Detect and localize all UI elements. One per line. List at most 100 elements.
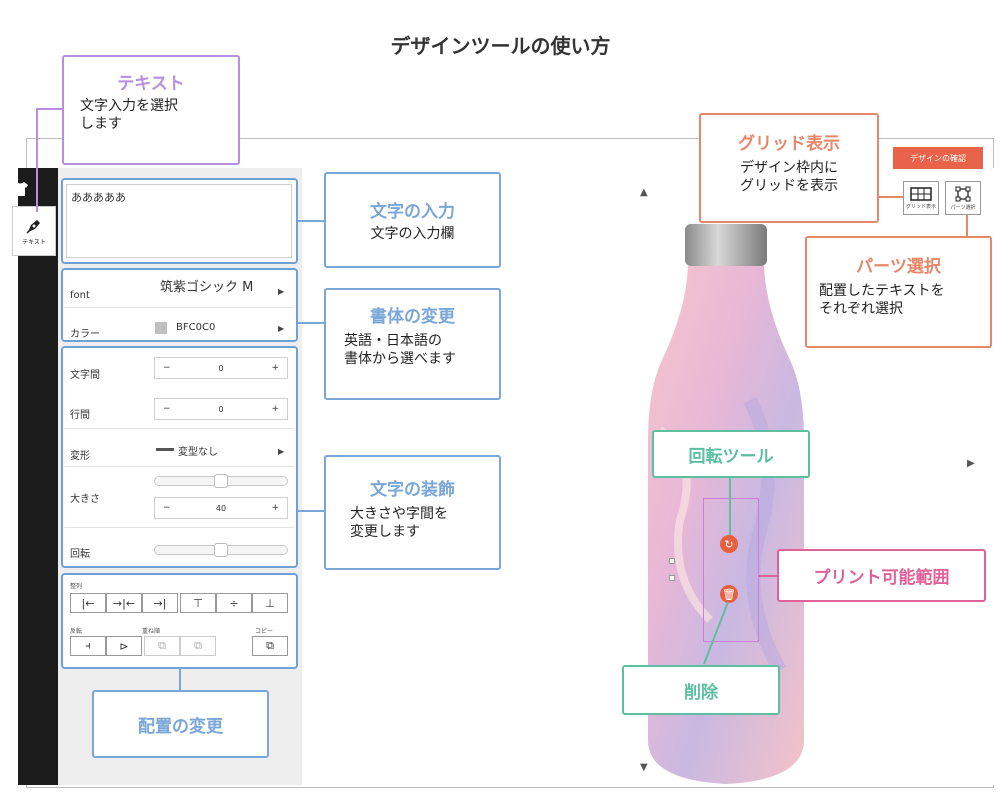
handle[interactable]	[669, 575, 675, 581]
grid-button-label: グリッド表示	[905, 203, 936, 210]
font-arrow-icon[interactable]: ▶	[278, 287, 285, 296]
flip-vertical-button[interactable]: ⊳	[106, 636, 142, 656]
decoration-highlight	[61, 346, 298, 568]
align-hcenter-button[interactable]: →|←	[106, 593, 142, 613]
connector	[298, 322, 324, 324]
callout-parts-body-2: それぞれ選択	[819, 300, 903, 317]
callout-font-head: 書体の変更	[370, 307, 455, 327]
connector	[36, 108, 62, 110]
print-area-frame	[703, 498, 759, 642]
font-section	[62, 270, 296, 340]
letter-spacing-label: 文字間	[70, 370, 100, 381]
callout-layout: 配置の変更	[92, 690, 269, 758]
callout-layout-head: 配置の変更	[138, 716, 223, 737]
align-top-button[interactable]: ⊤	[180, 593, 216, 613]
align-right-button[interactable]: →|	[142, 593, 178, 613]
color-label: カラー	[70, 329, 100, 340]
callout-rotate-head: 回転ツール	[688, 446, 774, 467]
transform-icon	[156, 448, 174, 451]
minus-button[interactable]: −	[163, 363, 171, 373]
connector	[179, 669, 181, 690]
text-input[interactable]: あああああ	[66, 184, 292, 258]
size-slider-knob[interactable]	[214, 474, 228, 488]
callout-parts-head: パーツ選択	[856, 257, 941, 277]
connector	[966, 215, 968, 236]
flip-horizontal-button[interactable]: ⫞	[70, 636, 106, 656]
color-value: BFC0C0	[176, 322, 216, 333]
line-spacing-stepper[interactable]: − 0 +	[154, 398, 288, 420]
plus-button[interactable]: +	[271, 404, 279, 414]
plus-button[interactable]: +	[271, 503, 279, 513]
connector	[36, 108, 38, 212]
trash-icon[interactable]: 🗑	[720, 585, 738, 603]
transform-label: 変形	[70, 451, 90, 462]
design-confirm-button[interactable]: デザインの確認	[893, 147, 983, 169]
line-spacing-value: 0	[218, 404, 224, 414]
callout-font-body-2: 書体から選べます	[344, 350, 456, 367]
connector	[759, 575, 777, 577]
minus-button[interactable]: −	[163, 503, 171, 513]
rotate-slider-knob[interactable]	[214, 543, 228, 557]
parts-select-button[interactable]: パーツ選択	[945, 181, 981, 215]
text-tab[interactable]: テキスト	[12, 206, 56, 256]
color-swatch[interactable]	[155, 322, 167, 334]
divider	[64, 428, 294, 429]
color-arrow-icon[interactable]: ▶	[278, 324, 285, 333]
size-stepper[interactable]: − 40 +	[154, 497, 288, 519]
page-title: デザインツールの使い方	[390, 34, 611, 58]
bring-forward-button[interactable]: ⧉	[144, 636, 180, 656]
size-value: 40	[215, 503, 227, 513]
callout-grid-head: グリッド表示	[738, 134, 840, 154]
size-label: 大きさ	[70, 494, 100, 505]
parts-button-label: パーツ選択	[950, 204, 976, 211]
sidebar	[18, 168, 58, 785]
handle[interactable]	[669, 558, 675, 564]
minus-button[interactable]: −	[163, 404, 171, 414]
callout-decoration-body-1: 大きさや字間を	[350, 506, 448, 522]
connector	[298, 510, 324, 512]
flip-label: 反転	[70, 628, 83, 635]
font-select[interactable]: 筑紫ゴシック M	[160, 280, 254, 295]
send-backward-button[interactable]: ⧉	[180, 636, 216, 656]
next-view-icon[interactable]: ▶	[967, 458, 975, 469]
scroll-down-icon[interactable]: ▼	[640, 762, 648, 773]
rotate-label: 回転	[70, 549, 90, 560]
callout-text-head: テキスト	[117, 74, 185, 94]
align-left-button[interactable]: |←	[70, 593, 106, 613]
callout-decoration: 文字の装飾 大きさや字間を 変更します	[324, 455, 501, 570]
callout-input-body: 文字の入力欄	[370, 225, 455, 242]
callout-print: プリント可能範囲	[777, 549, 986, 602]
tshirt-tab[interactable]	[0, 174, 40, 204]
copy-button[interactable]: ⧉	[252, 636, 288, 656]
callout-print-head: プリント可能範囲	[813, 568, 950, 588]
callout-delete: 削除	[622, 665, 780, 715]
callout-parts: パーツ選択 配置したテキストを それぞれ選択	[805, 236, 992, 348]
plus-button[interactable]: +	[271, 363, 279, 373]
connector	[298, 220, 324, 222]
font-highlight	[61, 268, 298, 342]
divider	[64, 307, 294, 308]
callout-text-body-1: 文字入力を選択	[80, 98, 178, 114]
grid-toggle-button[interactable]: グリッド表示	[903, 181, 939, 215]
transform-arrow-icon[interactable]: ▶	[278, 447, 285, 456]
letter-spacing-stepper[interactable]: − 0 +	[154, 357, 288, 379]
pen-icon	[26, 219, 40, 234]
grid-icon	[910, 186, 932, 201]
divider	[64, 466, 294, 467]
align-bottom-button[interactable]: ⊥	[252, 593, 288, 613]
callout-delete-head: 削除	[684, 682, 718, 703]
align-vcenter-button[interactable]: ÷	[216, 593, 252, 613]
callout-rotate: 回転ツール	[652, 430, 810, 478]
scroll-up-icon[interactable]: ▲	[640, 187, 648, 198]
callout-decoration-head: 文字の装飾	[370, 480, 455, 500]
copy-label: コピー	[255, 628, 274, 635]
callout-input-head: 文字の入力	[370, 201, 455, 222]
layout-highlight	[61, 573, 298, 669]
font-label: font	[70, 290, 90, 301]
tshirt-icon	[12, 182, 28, 196]
callout-input: 文字の入力 文字の入力欄	[324, 172, 501, 268]
parts-select-icon	[955, 186, 971, 201]
rotate-icon[interactable]: ↻	[720, 535, 738, 553]
letter-spacing-value: 0	[218, 363, 224, 373]
transform-value[interactable]: 変型なし	[178, 447, 218, 458]
